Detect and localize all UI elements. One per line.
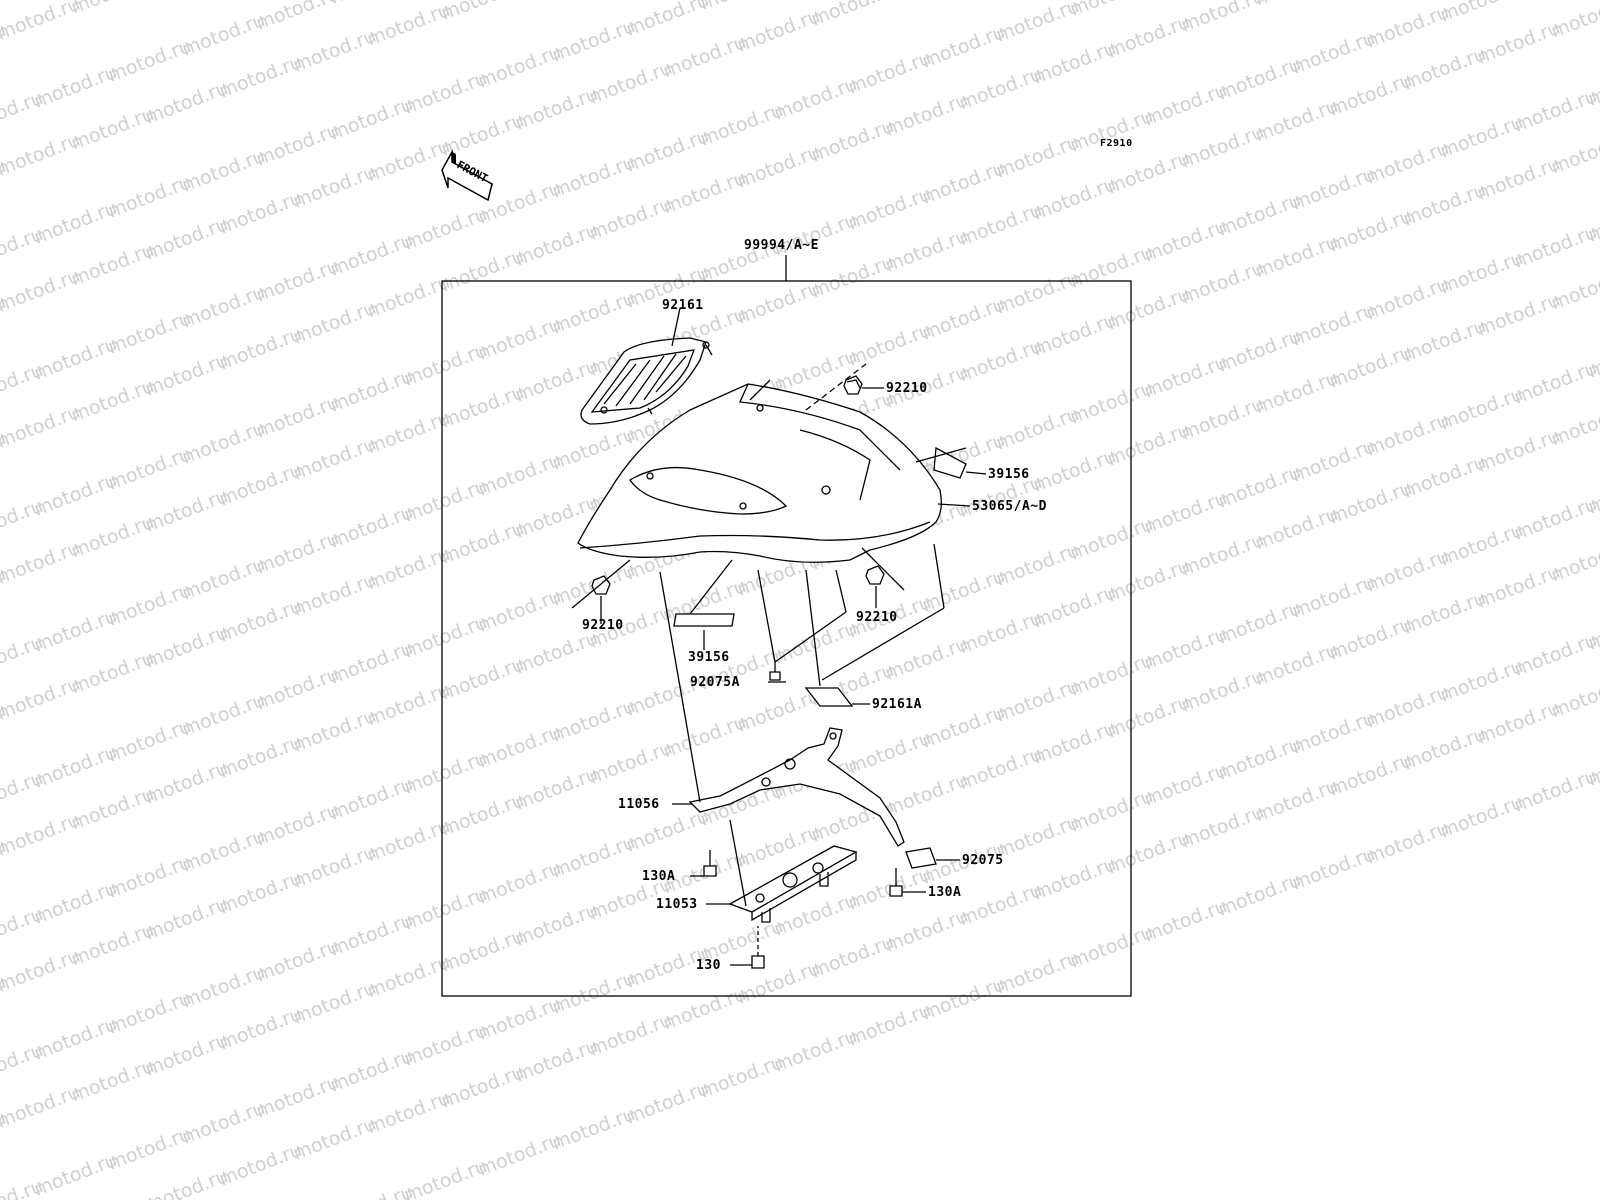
callout-92161A: 92161A [872,697,922,712]
callout-92210-top-right: 92210 [886,381,928,396]
callout-92161: 92161 [662,298,704,313]
callout-92075A: 92075A [690,675,740,690]
callout-11053: 11053 [656,897,698,912]
bracket-part [706,819,858,923]
pad-right-part [915,446,987,479]
pad-left-part [673,559,735,650]
callout-92210-left: 92210 [582,618,624,633]
bolt-center-part [757,569,847,683]
nut-top-right-part [843,375,884,395]
callout-130A-right: 130A [928,885,962,900]
bolt-left-part [690,850,717,877]
callout-99994: 99994/A~E [744,238,819,253]
stay-part [659,571,905,847]
callout-39156-right: 39156 [988,467,1030,482]
callout-92075: 92075 [962,853,1004,868]
bolt-bottom-part [730,926,765,969]
callout-11056: 11056 [618,797,660,812]
callout-53065: 53065/A~D [972,499,1047,514]
pad-center-part [804,543,945,707]
callout-92210-right: 92210 [856,610,898,625]
callout-39156-left: 39156 [688,650,730,665]
nut-left-part [571,559,631,624]
callout-130: 130 [696,958,721,973]
lamp-part [580,307,713,425]
figure-code: F2910 [1100,138,1133,149]
front-arrow-icon: FRONT [441,149,494,202]
callout-130A-left: 130A [642,869,676,884]
pad-lower-right-part [905,847,960,869]
nut-right-part [861,547,905,608]
seat-cover-part [577,363,942,563]
bolt-right-part [889,868,926,897]
